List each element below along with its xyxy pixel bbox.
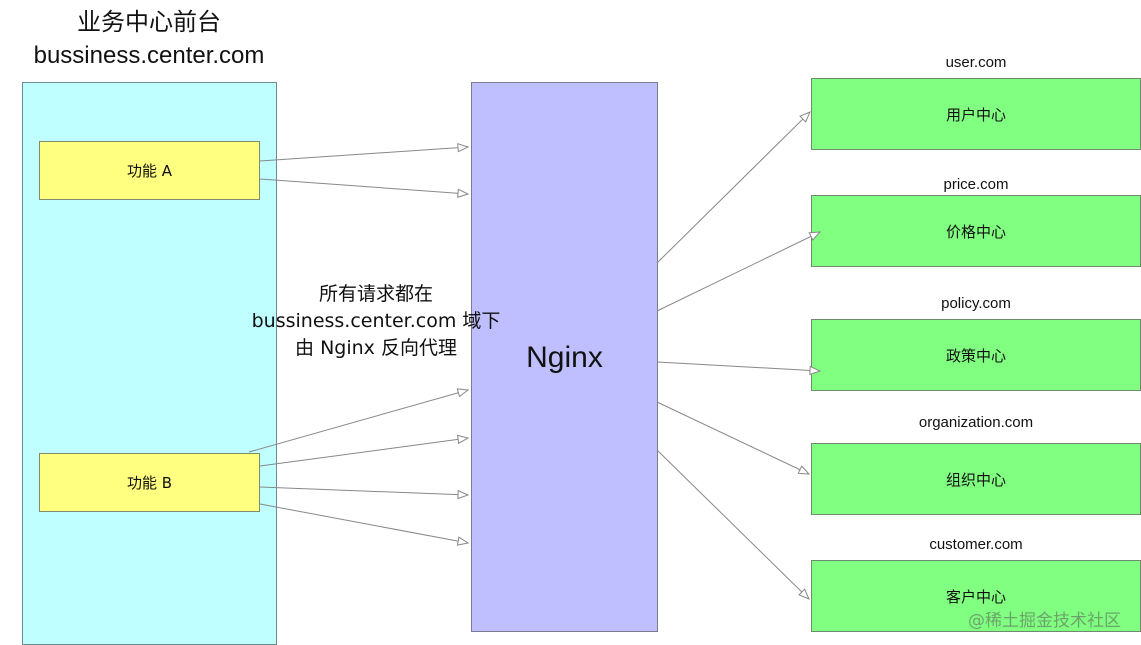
proxy-note-line3: 由 Nginx 反向代理 [295, 337, 457, 359]
service-box-policy: 政策中心 [811, 319, 1141, 391]
arrow-feature-a-nginx-1 [259, 147, 468, 162]
feature-b-label: 功能 B [126, 474, 173, 492]
nginx-label: Nginx [526, 341, 603, 374]
arrow-nginx-price [656, 232, 820, 312]
arrow-feature-b-nginx-4 [259, 503, 468, 543]
feature-a-label: 功能 A [126, 162, 173, 180]
arrow-feature-a-nginx-2 [259, 178, 468, 194]
service-label-organization: 组织中心 [945, 470, 1006, 489]
service-domain-customer: customer.com [929, 536, 1023, 553]
service-box-organization: 组织中心 [811, 443, 1141, 515]
proxy-note: 所有请求都在 bussiness.center.com 域下 由 Nginx 反… [240, 281, 512, 362]
watermark: @稀土掘金技术社区 [968, 611, 1121, 631]
service-label-customer: 客户中心 [945, 587, 1006, 606]
feature-b-box: 功能 B [39, 453, 260, 512]
service-domain-user: user.com [945, 54, 1007, 71]
feature-a-box: 功能 A [39, 141, 260, 200]
frontend-title: 业务中心前台 [77, 8, 221, 36]
arrow-nginx-organization [656, 401, 809, 474]
frontend-domain: bussiness.center.com [33, 42, 265, 69]
service-box-user: 用户中心 [811, 78, 1141, 150]
service-label-user: 用户中心 [945, 105, 1006, 124]
nginx-box: Nginx [471, 82, 658, 632]
service-domain-organization: organization.com [918, 414, 1034, 431]
arrow-feature-b-nginx-3 [259, 486, 468, 495]
service-box-price: 价格中心 [811, 195, 1141, 267]
arrow-nginx-user [656, 112, 810, 264]
service-label-policy: 政策中心 [945, 346, 1006, 365]
service-label-price: 价格中心 [945, 222, 1006, 241]
service-domain-price: price.com [943, 176, 1009, 193]
arrow-feature-b-nginx-2 [259, 438, 468, 467]
proxy-note-line2: bussiness.center.com 域下 [251, 310, 501, 332]
arrow-nginx-policy [656, 361, 820, 371]
service-domain-policy: policy.com [941, 295, 1011, 312]
proxy-note-line1: 所有请求都在 [318, 283, 433, 305]
arrow-nginx-customer [656, 449, 809, 599]
service-box-customer: 客户中心 [811, 560, 1141, 632]
arrow-feature-b-nginx-1 [248, 390, 468, 453]
